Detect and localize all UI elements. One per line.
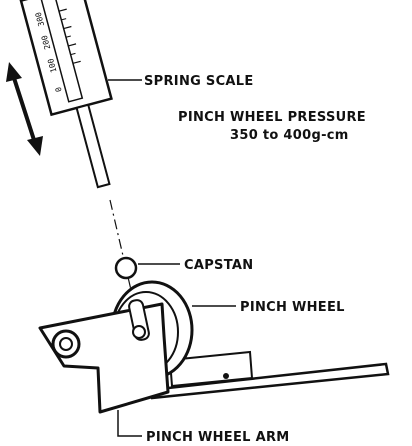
scale-mark-0: 0 [54, 86, 64, 93]
scale-numbers: 300 200 100 0 [34, 11, 64, 93]
scale-ticks [58, 8, 81, 64]
scale-mark-200: 200 [40, 34, 52, 50]
spring-scale-label: SPRING SCALE [144, 74, 254, 89]
pinch-wheel-label: PINCH WHEEL [240, 300, 345, 315]
pinch-wheel-arm-label: PINCH WHEEL ARM [146, 430, 290, 445]
capstan-label: CAPSTAN [184, 258, 253, 273]
scale-mark-300: 300 [34, 11, 46, 27]
base-plate [148, 350, 390, 400]
pressure-title: PINCH WHEEL PRESSURE [178, 110, 366, 125]
spring-scale: 300 200 100 0 [19, 0, 113, 189]
pressure-range: 350 to 400g-cm [230, 128, 349, 143]
scale-mark-100: 100 [46, 57, 58, 73]
pinch-wheel-arm-leader [117, 410, 142, 437]
capstan [114, 256, 138, 280]
motion-double-arrow [6, 62, 43, 156]
pinch-wheel-arm [38, 299, 170, 414]
